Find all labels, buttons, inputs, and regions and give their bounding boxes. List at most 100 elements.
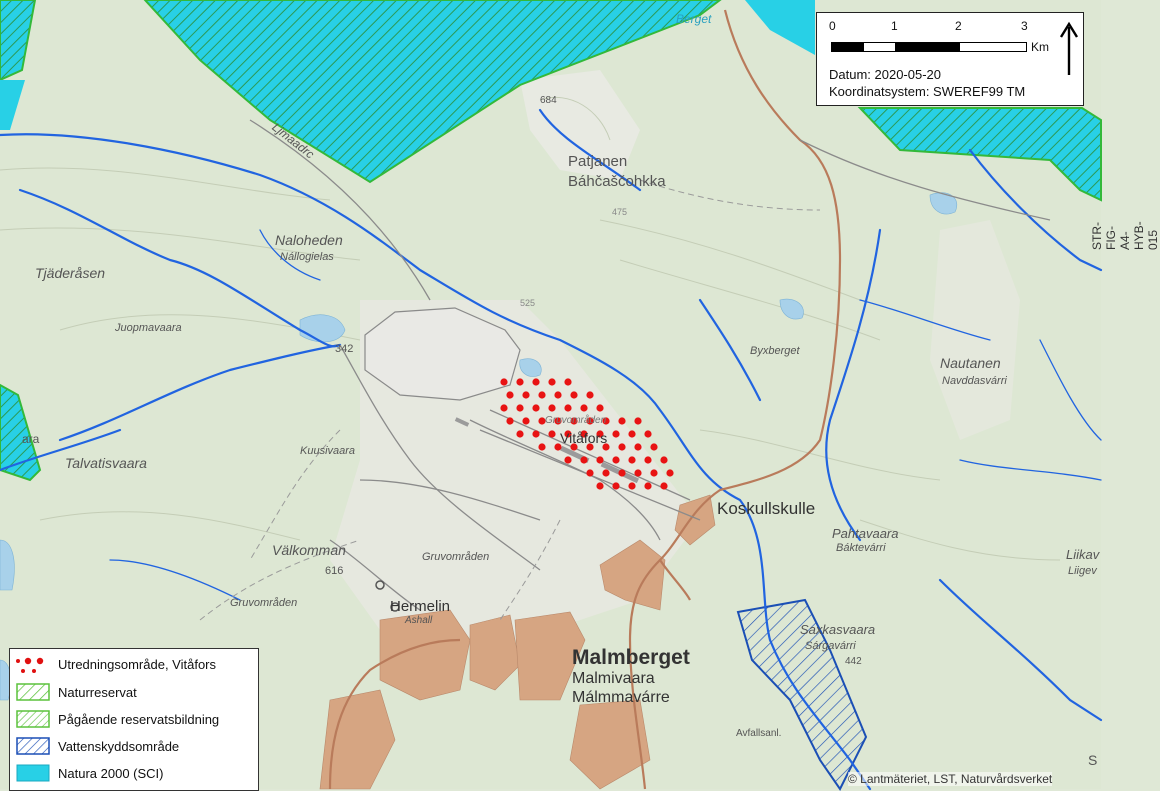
green-hatch-light-swatch-icon xyxy=(16,710,50,728)
survey-dot xyxy=(554,443,562,451)
survey-dot xyxy=(650,469,658,477)
survey-dot xyxy=(612,430,620,438)
place-label-gruvomraden-1: Gruvområden xyxy=(422,551,490,563)
place-label-koskullskulle: Koskullskulle xyxy=(717,499,816,518)
survey-dot xyxy=(666,469,674,477)
survey-dot xyxy=(586,417,594,425)
scale-bar-seg-4 xyxy=(959,42,1027,52)
map-crs: Koordinatsystem: SWEREF99 TM xyxy=(829,84,1026,99)
elevation-342: 342 xyxy=(335,343,354,355)
green-hatch-swatch-icon xyxy=(16,683,50,701)
survey-dot xyxy=(628,482,636,490)
survey-dot xyxy=(634,443,642,451)
survey-dot xyxy=(522,417,530,425)
red-dots-swatch-icon xyxy=(16,657,44,673)
survey-dot xyxy=(650,443,658,451)
legend-item-survey-area: Utredningsområde, Vitåfors xyxy=(16,653,216,675)
place-label-kuusivaara: Kuusivaara xyxy=(300,445,356,457)
scale-tick-0: 0 xyxy=(829,19,836,33)
place-label-gruvomraden-2: Gruvområden xyxy=(230,597,298,609)
elevation-616: 616 xyxy=(325,565,344,577)
survey-dot xyxy=(532,430,540,438)
survey-dot xyxy=(516,378,524,386)
place-label-saxkasvaara: Saxkasvaara xyxy=(800,622,876,637)
survey-dot xyxy=(548,430,556,438)
place-label-liigev: Liigev xyxy=(1068,565,1097,577)
survey-dot xyxy=(602,469,610,477)
scale-info-box: 0 1 2 3 Km Datum: 2020-05-20 Koordinatsy… xyxy=(816,12,1084,106)
legend-item-pagaende: Pågående reservatsbildning xyxy=(16,708,219,730)
survey-dot xyxy=(618,443,626,451)
survey-dot xyxy=(500,378,508,386)
place-label-valkomman: Välkomman xyxy=(272,542,346,558)
survey-dot xyxy=(548,378,556,386)
legend-item-naturreservat: Naturreservat xyxy=(16,681,137,703)
survey-dot xyxy=(522,391,530,399)
survey-dot xyxy=(564,404,572,412)
survey-dot xyxy=(660,482,668,490)
survey-dot xyxy=(532,404,540,412)
elevation-525: 525 xyxy=(520,298,536,308)
legend-item-natura2000: Natura 2000 (SCI) xyxy=(16,762,164,784)
place-label-talvatisvaara: Talvatisvaara xyxy=(65,455,147,471)
survey-dot xyxy=(596,430,604,438)
place-label-nallogielas: Nállogielas xyxy=(280,251,334,263)
place-label-naloheden: Naloheden xyxy=(275,232,343,248)
legend-label: Naturreservat xyxy=(58,684,137,700)
place-label-ashall: Ashall xyxy=(405,615,433,626)
survey-dot xyxy=(586,443,594,451)
survey-dot xyxy=(602,443,610,451)
survey-dot xyxy=(644,482,652,490)
place-label-s: S xyxy=(1088,752,1098,768)
place-label-navddasvarri: Navddasvárri xyxy=(942,375,1007,387)
cyan-fill-swatch-icon xyxy=(16,764,50,782)
survey-dot xyxy=(500,404,508,412)
place-label-nautanen: Nautanen xyxy=(940,355,1001,371)
survey-dot xyxy=(564,430,572,438)
legend-label: Utredningsområde, Vitåfors xyxy=(58,656,217,672)
survey-dot xyxy=(570,443,578,451)
place-label-hermelin: Hermelin xyxy=(390,598,451,615)
scale-unit: Km xyxy=(1031,40,1049,54)
survey-dot xyxy=(644,430,652,438)
survey-dot xyxy=(548,404,556,412)
survey-dot xyxy=(580,456,588,464)
place-label-berget: Berget xyxy=(676,12,712,26)
survey-dot xyxy=(570,417,578,425)
place-label-sargavarri: Sárgavárri xyxy=(805,640,856,652)
survey-dot xyxy=(516,430,524,438)
survey-dot xyxy=(538,391,546,399)
survey-dot xyxy=(628,456,636,464)
survey-dot xyxy=(580,430,588,438)
place-label-vitafors: Vitåfors xyxy=(560,430,608,446)
north-arrow-icon xyxy=(1059,21,1079,75)
survey-dot xyxy=(564,456,572,464)
scale-bar-seg-3 xyxy=(895,42,961,52)
survey-dot xyxy=(628,430,636,438)
survey-area-dots xyxy=(500,378,674,490)
survey-dot xyxy=(618,469,626,477)
survey-dot xyxy=(538,443,546,451)
survey-dot xyxy=(554,417,562,425)
place-label-ara: ara xyxy=(22,432,40,446)
place-label-patjanen: Patjanen xyxy=(568,153,628,170)
survey-dot xyxy=(644,456,652,464)
place-label-pahtavaara: Pahtavaara xyxy=(832,526,899,541)
figure-id: STR-FIG-A4-HYB-015 xyxy=(1090,221,1160,250)
map-legend: Utredningsområde, Vitåfors Naturreservat… xyxy=(9,648,259,791)
survey-dot xyxy=(532,378,540,386)
elevation-684: 684 xyxy=(540,95,557,106)
scale-tick-2: 2 xyxy=(955,19,962,33)
scale-bar-seg-1 xyxy=(831,42,865,52)
survey-dot xyxy=(634,469,642,477)
survey-dot xyxy=(580,404,588,412)
place-label-malmberget: Malmberget xyxy=(572,646,690,669)
legend-label: Pågående reservatsbildning xyxy=(58,711,220,727)
place-label-malmivaara: Malmivaara xyxy=(572,670,655,687)
survey-dot xyxy=(554,391,562,399)
survey-dot xyxy=(538,417,546,425)
legend-label: Vattenskyddsområde xyxy=(58,738,180,754)
place-label-byxberget: Byxberget xyxy=(750,345,800,357)
place-label-baktevarri: Báktevárri xyxy=(836,542,886,554)
